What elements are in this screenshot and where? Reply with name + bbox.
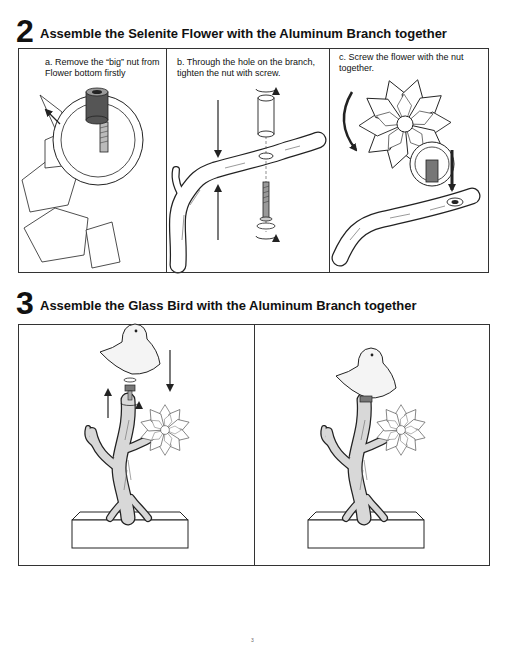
step-instruction: c. Screw the flower with the nut togethe… (339, 52, 485, 75)
step-heading: Assemble the Glass Bird with the Aluminu… (40, 299, 417, 312)
step-heading: Assemble the Selenite Flower with the Al… (40, 27, 447, 40)
step-instruction: b. Through the hole on the branch, tight… (177, 57, 327, 80)
step-panel: b. Through the hole on the branch, tight… (166, 48, 330, 273)
page-number: 3 (251, 638, 254, 643)
step-panel: c. Screw the flower with the nut togethe… (329, 48, 489, 273)
step-instruction: a. Remove the “big” nut from Flower bott… (45, 57, 163, 80)
step-number: 2 (16, 15, 34, 47)
step-panel: a. Remove the “big” nut from Flower bott… (18, 48, 167, 273)
step-number: 3 (16, 287, 34, 319)
